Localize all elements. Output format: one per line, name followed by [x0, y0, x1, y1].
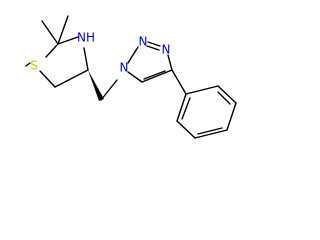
bond-c4-n3: [83, 47, 89, 71]
triazole-n2-label: N: [139, 35, 148, 49]
bond-ph-inner-a: [217, 91, 231, 105]
bond-c4-c5: [141, 69, 173, 83]
amine-nitrogen-label: NH: [77, 31, 95, 45]
bond-ph-inner-b: [197, 127, 223, 135]
bond-c4-phenyl: [171, 69, 187, 95]
bond-ph-inner-c: [181, 97, 191, 120]
bond-ph-1: [185, 85, 219, 95]
triazole-ring: [127, 41, 173, 83]
bond-c5-c4: [54, 69, 89, 88]
bond-s1-c5-b: [39, 70, 56, 88]
bond-c2-methyl-b: [57, 15, 69, 45]
thiazolidine-ring: [25, 15, 89, 88]
bond-c2-methyl-a: [41, 20, 59, 45]
bond-n2-n3: [147, 41, 161, 47]
bond-ph-3: [226, 102, 237, 131]
bond-ph-6: [176, 93, 187, 122]
bond-c2-s1: [45, 43, 59, 58]
bond-ph-5: [176, 120, 196, 139]
bond-c5-n1: [127, 71, 143, 83]
sulfur-label: S: [30, 59, 38, 73]
phenyl-ring: [176, 85, 237, 139]
stereo-wedge-bond: [88, 70, 104, 101]
triazole-n3-label: N: [162, 43, 171, 57]
bond-n2-n3-double: [146, 45, 160, 51]
bond-c4-c5-double: [143, 70, 166, 80]
bond-n1-n2: [127, 46, 139, 64]
bond-ph-2: [217, 85, 237, 104]
bond-n3-c4: [167, 54, 173, 71]
bond-c2-n3: [57, 36, 79, 45]
bond-ch2-n1: [100, 79, 118, 101]
bond-ph-4: [194, 129, 228, 139]
bond-s1-c5: [25, 62, 31, 67]
molecule-structure-diagram: S NH N N N: [25, 15, 237, 139]
triazole-n1-label: N: [120, 61, 129, 75]
